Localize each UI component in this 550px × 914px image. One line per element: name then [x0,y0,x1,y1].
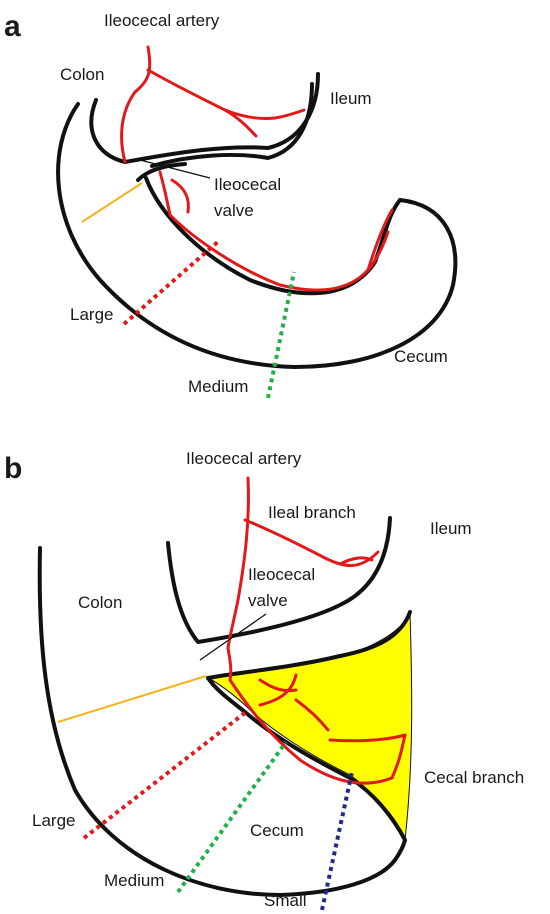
panel-a-label-colon: Colon [60,65,104,84]
panel-a-label-cecum: Cecum [394,347,448,366]
panel-b-cecum-inner-wall [206,676,407,842]
panel-a-label-large: Large [70,305,113,324]
panel-b-large-line [82,710,248,840]
panel-b-orange-line [57,675,207,723]
panel-a-ileum-inner-wall-2 [136,162,187,182]
panel-b-valve-pointer [199,613,267,661]
panel-a-label-ileocecal-artery: Ileocecal artery [104,11,220,30]
panel-b-label-cecal-branch: Cecal branch [424,768,524,787]
panel-b-label-ileum: Ileum [430,519,472,538]
panel-b-ileum-outer-wall [166,516,392,644]
panel-a-orange-line [81,182,143,223]
panel-a-colon-outer-wall [56,102,458,369]
panel-b-ileocecal-artery [226,476,407,785]
panel-a-ileocecal-artery [120,45,394,292]
panel-b-label-large: Large [32,811,75,830]
panel-a-label-medium: Medium [188,377,248,396]
panel-a-ileum-inner-wall [150,82,314,168]
panel-a-label-valve-2: valve [214,201,254,220]
panel-a-letter: a [4,10,21,43]
panel-b-label-colon: Colon [78,593,122,612]
panel-b-label-ileal-branch: Ileal branch [268,503,356,522]
panel-b-label-valve-1: Ileocecal [248,565,315,584]
panel-b-label-small: Small [264,891,307,910]
panel-b-colon-outer-wall [37,546,407,897]
panel-b: b Ileocecal artery [4,449,524,911]
panel-a-cecum-inner-wall [144,176,402,296]
panel-b-label-valve-2: valve [248,591,288,610]
panel-a-label-valve-1: Ileocecal [214,175,281,194]
panel-b-medium-line [176,740,288,894]
panel-b-ileum-right-wall [206,610,412,680]
panel-a-valve-pointer [139,159,211,179]
panel-b-label-cecum: Cecum [250,821,304,840]
panel-a-medium-line [266,271,296,399]
panel-b-letter: b [4,452,22,485]
panel-a: a Ileocecal artery Colon Ileum [4,10,458,399]
panel-a-large-line [122,238,222,326]
panel-b-label-ileocecal-artery: Ileocecal artery [186,449,302,468]
panel-b-label-medium: Medium [104,871,164,890]
panel-a-label-ileum: Ileum [330,89,372,108]
